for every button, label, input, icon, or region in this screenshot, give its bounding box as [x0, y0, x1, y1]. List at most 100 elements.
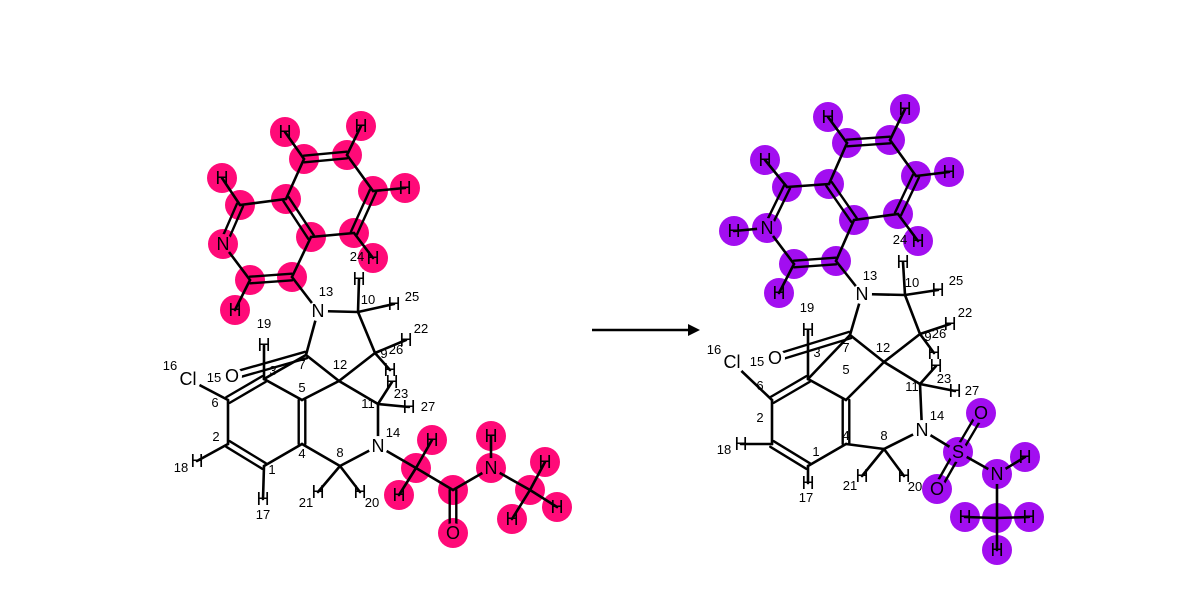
bond-22	[316, 464, 342, 494]
atom-h-k6: H	[897, 252, 910, 272]
bond-64	[806, 442, 848, 468]
label-mask-a1	[175, 366, 201, 392]
bond-31-a	[248, 272, 293, 278]
bond-98	[888, 138, 918, 178]
atom-index-product-19: 19	[800, 300, 814, 315]
atom-index-reactant-23: 23	[394, 386, 408, 401]
bond-3	[262, 377, 304, 402]
bond-93	[785, 182, 831, 189]
atom-cl-a1: Cl	[180, 369, 197, 389]
bond-96	[827, 141, 849, 186]
atom-index-product-6: 6	[756, 378, 763, 393]
atom-index-reactant-5: 5	[298, 380, 305, 395]
atom-h-k10: H	[930, 356, 943, 376]
atom-index-product-3: 3	[813, 345, 820, 360]
bond-41	[309, 231, 356, 239]
bond-54	[397, 466, 418, 497]
atom-index-product-25: 25	[949, 273, 963, 288]
bond-77	[844, 442, 886, 451]
atom-o-b8: O	[974, 403, 988, 423]
bond-56	[528, 460, 547, 492]
atom-h-k20: H	[1023, 507, 1036, 527]
atom-h-k15: H	[899, 99, 912, 119]
atom-index-reactant-17: 17	[256, 507, 270, 522]
bond-101	[777, 262, 796, 295]
bond-70	[844, 360, 886, 402]
atom-index-reactant-20: 20	[365, 495, 379, 510]
bond-12	[337, 351, 377, 383]
bond-97-b	[845, 135, 891, 141]
atom-index-product-18: 18	[717, 442, 731, 457]
atom-h-k19: H	[1019, 447, 1032, 467]
atom-h-k7: H	[932, 280, 945, 300]
atom-h-h7: H	[388, 294, 401, 314]
bond-47	[352, 231, 375, 260]
atom-index-product-9: 9	[924, 329, 931, 344]
atom-index-product-20: 20	[908, 479, 922, 494]
atom-h-k14: H	[822, 107, 835, 127]
bond-36	[290, 235, 313, 279]
reaction-arrow	[592, 324, 700, 336]
atom-h-k1: H	[802, 473, 815, 493]
label-mask-a4	[368, 436, 388, 456]
label-mask-b2	[765, 348, 785, 368]
atom-index-reactant-26: 26	[389, 342, 403, 357]
atom-index-reactant-6: 6	[211, 395, 218, 410]
bond-99-a	[893, 173, 915, 214]
bond-104	[888, 107, 907, 142]
atom-index-product-23: 23	[937, 371, 951, 386]
atom-index-reactant-2: 2	[212, 429, 219, 444]
bond-105	[914, 170, 951, 178]
atom-n-b6: N	[991, 464, 1004, 484]
bond-66	[806, 333, 852, 381]
bond-layer	[175, 107, 1031, 552]
atom-index-reactant-22: 22	[414, 321, 428, 336]
bond-7	[262, 353, 308, 381]
bond-103	[826, 115, 849, 145]
bond-69	[848, 333, 886, 364]
bond-71	[882, 332, 922, 364]
bond-102	[763, 158, 789, 189]
atom-h-h19: H	[393, 485, 406, 505]
bond-67-a	[772, 330, 851, 357]
bond-46	[371, 186, 407, 193]
atom-index-reactant-24: 24	[350, 249, 364, 264]
bond-31-b	[249, 279, 294, 285]
atom-h-h20: H	[485, 426, 498, 446]
bond-44	[283, 130, 306, 161]
atom-index-product-5: 5	[842, 362, 849, 377]
bond-97-a	[846, 142, 892, 148]
atom-n-b5: N	[761, 218, 774, 238]
bond-5	[262, 442, 304, 468]
atom-index-product-17: 17	[799, 490, 813, 505]
bond-23	[338, 464, 362, 494]
bond-84	[903, 288, 940, 297]
atom-h-h17: H	[367, 248, 380, 268]
atom-h-k12: H	[773, 283, 786, 303]
bond-0-b	[225, 445, 264, 471]
atom-index-reactant-16: 16	[163, 358, 177, 373]
atom-index-product-2: 2	[756, 410, 763, 425]
bond-35-b	[287, 195, 315, 237]
label-mask-a6	[481, 458, 501, 478]
bond-42	[233, 278, 252, 312]
bond-28	[376, 380, 394, 406]
atom-index-product-26: 26	[932, 326, 946, 341]
atom-index-reactant-13: 13	[319, 284, 333, 299]
bond-45	[345, 124, 363, 157]
atom-index-reactant-1: 1	[268, 462, 275, 477]
bond-27	[373, 351, 392, 372]
bond-34	[238, 197, 288, 207]
atom-h-h5: H	[354, 482, 367, 502]
bond-53	[414, 438, 434, 470]
atom-index-product-14: 14	[930, 408, 944, 423]
atom-index-product-21: 21	[843, 478, 857, 493]
atom-h-h8: H	[400, 330, 413, 350]
bond-74	[882, 360, 922, 386]
bond-0-a	[228, 439, 267, 465]
atom-o-a2: O	[225, 366, 239, 386]
bond-83	[901, 260, 907, 297]
label-mask-b5	[757, 218, 777, 238]
